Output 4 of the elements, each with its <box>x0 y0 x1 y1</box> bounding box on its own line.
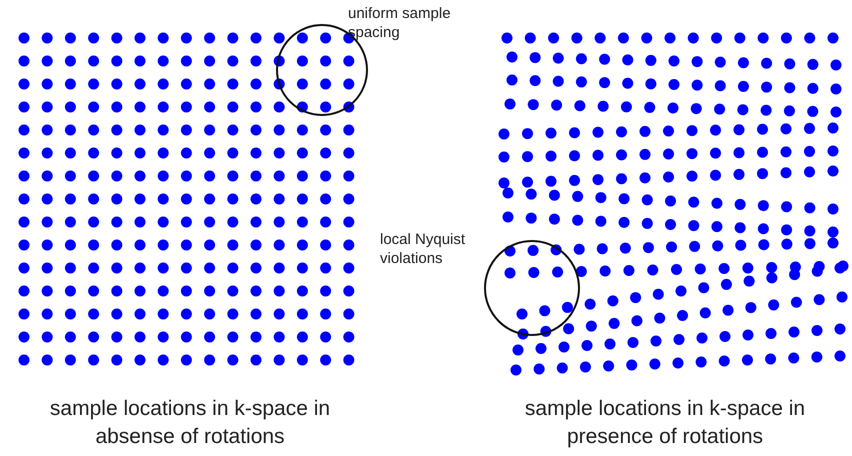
annotation-text: uniform sample spacing <box>348 4 452 42</box>
annotation-text: local Nyquist violations <box>380 230 466 268</box>
caption-text: sample locations in k-space in absense of rotations <box>48 396 332 450</box>
caption-text: sample locations in k-space in presence of rotations <box>524 396 806 450</box>
